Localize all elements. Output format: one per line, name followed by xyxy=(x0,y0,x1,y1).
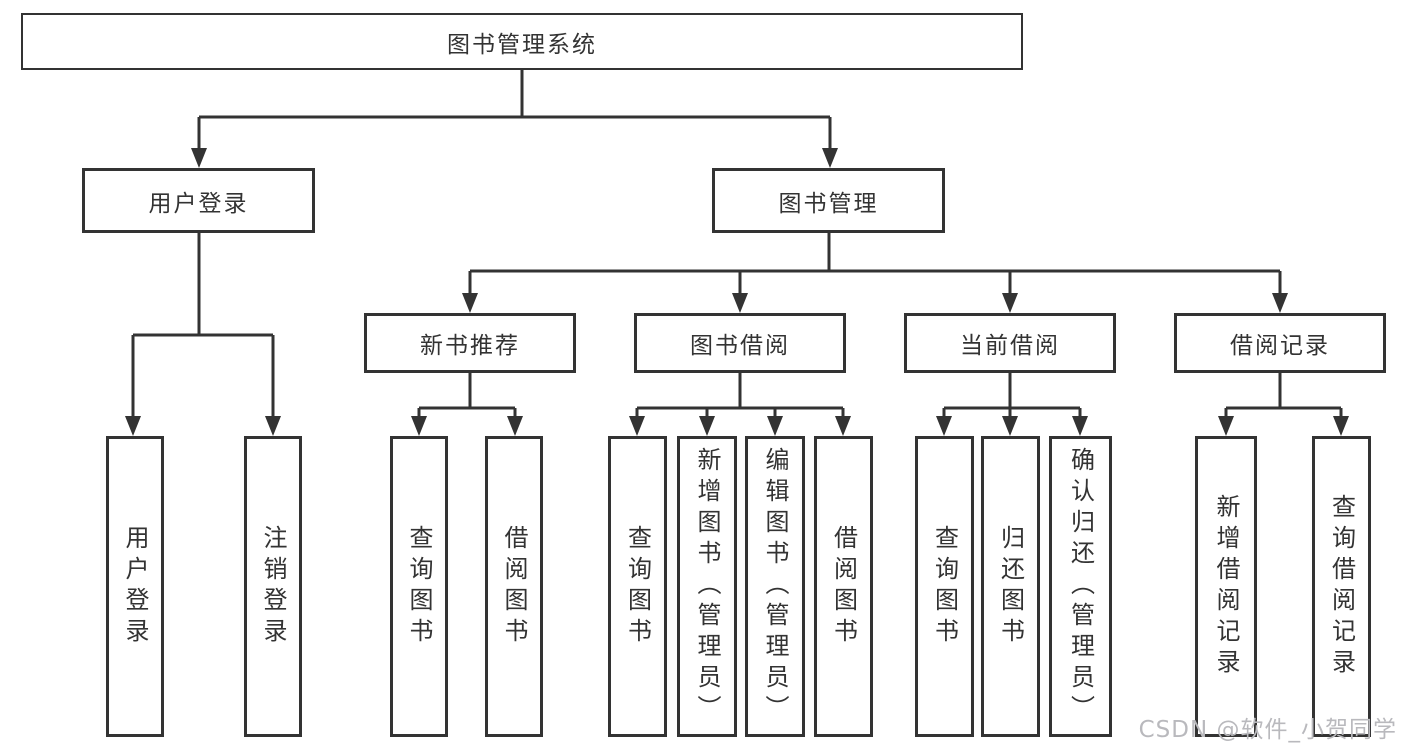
group-branch-lines xyxy=(417,373,1343,419)
arrowheads xyxy=(125,148,1349,436)
book-management-branch-lines xyxy=(468,233,1282,295)
leaf-return-book: 归还图书 xyxy=(981,436,1040,737)
group-borrow-records-label: 借阅记录 xyxy=(1230,333,1330,359)
root-branch-lines xyxy=(197,70,832,150)
leaf-edit-book-admin-label: 编辑图书（管理员） xyxy=(761,447,789,726)
leaf-query-books-current: 查询图书 xyxy=(915,436,974,737)
leaf-logout-label: 注销登录 xyxy=(259,524,287,649)
leaf-query-books-borrow-label: 查询图书 xyxy=(623,524,652,649)
leaf-query-books-borrow: 查询图书 xyxy=(608,436,667,737)
node-book-management-label: 图书管理 xyxy=(778,190,879,217)
leaf-return-book-label: 归还图书 xyxy=(996,524,1025,649)
leaf-borrow-book: 借阅图书 xyxy=(814,436,873,737)
leaf-logout: 注销登录 xyxy=(244,436,302,737)
group-new-book-recommend: 新书推荐 xyxy=(364,313,576,373)
node-root-label: 图书管理系统 xyxy=(447,31,597,58)
group-new-book-recommend-label: 新书推荐 xyxy=(420,333,520,359)
leaf-edit-book-admin: 编辑图书（管理员） xyxy=(745,436,805,737)
group-book-borrow-label: 图书借阅 xyxy=(690,333,790,359)
leaf-borrow-books-recommend-label: 借阅图书 xyxy=(500,524,528,649)
leaf-user-login-label: 用户登录 xyxy=(121,524,149,649)
node-root: 图书管理系统 xyxy=(21,13,1023,70)
leaf-borrow-books-recommend: 借阅图书 xyxy=(485,436,543,737)
group-current-borrow: 当前借阅 xyxy=(904,313,1116,373)
leaf-query-books-current-label: 查询图书 xyxy=(930,524,959,649)
leaf-query-books-recommend-label: 查询图书 xyxy=(405,524,433,649)
group-borrow-records: 借阅记录 xyxy=(1174,313,1386,373)
node-user-login: 用户登录 xyxy=(82,168,315,233)
node-book-management: 图书管理 xyxy=(712,168,945,233)
group-book-borrow: 图书借阅 xyxy=(634,313,846,373)
leaf-query-borrow-record-label: 查询借阅记录 xyxy=(1327,493,1356,680)
group-current-borrow-label: 当前借阅 xyxy=(960,333,1060,359)
leaf-user-login: 用户登录 xyxy=(106,436,164,737)
leaf-confirm-return-admin: 确认归还（管理员） xyxy=(1049,436,1112,737)
csdn-watermark: CSDN @软件_小贺同学 xyxy=(1138,717,1397,743)
node-user-login-label: 用户登录 xyxy=(148,190,249,217)
leaf-query-books-recommend: 查询图书 xyxy=(390,436,448,737)
user-login-branch-lines xyxy=(131,233,275,418)
leaf-query-borrow-record: 查询借阅记录 xyxy=(1312,436,1371,737)
leaf-confirm-return-admin-label: 确认归还（管理员） xyxy=(1066,447,1095,726)
leaf-add-borrow-record: 新增借阅记录 xyxy=(1195,436,1257,737)
leaf-borrow-book-label: 借阅图书 xyxy=(829,524,858,649)
leaf-add-borrow-record-label: 新增借阅记录 xyxy=(1212,493,1240,680)
leaf-add-book-admin: 新增图书（管理员） xyxy=(677,436,737,737)
leaf-add-book-admin-label: 新增图书（管理员） xyxy=(693,447,721,726)
